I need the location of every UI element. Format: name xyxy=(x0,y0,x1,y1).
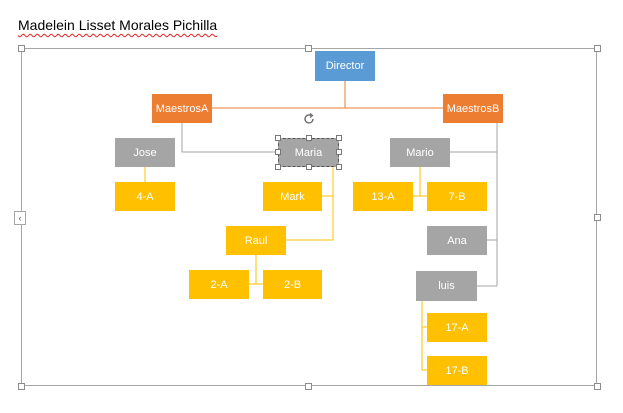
node-maria[interactable]: Maria xyxy=(278,138,339,167)
frame-handle-mr[interactable] xyxy=(594,214,601,221)
node-13a[interactable]: 13-A xyxy=(353,182,413,211)
selection-handle-bl[interactable] xyxy=(275,164,281,170)
node-maestros-b[interactable]: MaestrosB xyxy=(443,94,503,123)
node-2b[interactable]: 2-B xyxy=(263,270,322,299)
selection-handle-ml[interactable] xyxy=(275,149,281,155)
frame-handle-bm[interactable] xyxy=(305,383,312,390)
node-4a[interactable]: 4-A xyxy=(115,182,175,211)
node-luis[interactable]: luis xyxy=(416,271,477,301)
node-7b[interactable]: 7-B xyxy=(427,182,487,211)
node-maestros-a[interactable]: MaestrosA xyxy=(152,94,212,123)
selection-handle-tr[interactable] xyxy=(336,135,342,141)
node-director[interactable]: Director xyxy=(315,51,375,81)
frame-handle-bl[interactable] xyxy=(18,383,25,390)
selection-handle-tm[interactable] xyxy=(306,135,312,141)
frame-handle-tr[interactable] xyxy=(594,45,601,52)
node-mark[interactable]: Mark xyxy=(263,182,322,211)
rotate-icon[interactable] xyxy=(302,112,316,126)
node-jose[interactable]: Jose xyxy=(115,138,175,167)
frame-handle-br[interactable] xyxy=(594,383,601,390)
frame-handle-tl[interactable] xyxy=(18,45,25,52)
selection-handle-bm[interactable] xyxy=(306,164,312,170)
node-2a[interactable]: 2-A xyxy=(189,270,249,299)
chevron-left-icon[interactable]: ‹ xyxy=(14,211,26,225)
selection-handle-tl[interactable] xyxy=(275,135,281,141)
selection-handle-mr[interactable] xyxy=(336,149,342,155)
node-ana[interactable]: Ana xyxy=(427,226,487,255)
frame-handle-tm[interactable] xyxy=(305,45,312,52)
node-17a[interactable]: 17-A xyxy=(427,313,487,342)
author-name: Madelein Lisset Morales Pichilla xyxy=(18,17,218,33)
node-mario[interactable]: Mario xyxy=(390,138,450,167)
document-title: Madelein Lisset Morales Pichilla xyxy=(18,17,217,33)
node-17b[interactable]: 17-B xyxy=(427,356,487,385)
selection-handle-br[interactable] xyxy=(336,164,342,170)
node-raul[interactable]: Raul xyxy=(226,226,286,255)
